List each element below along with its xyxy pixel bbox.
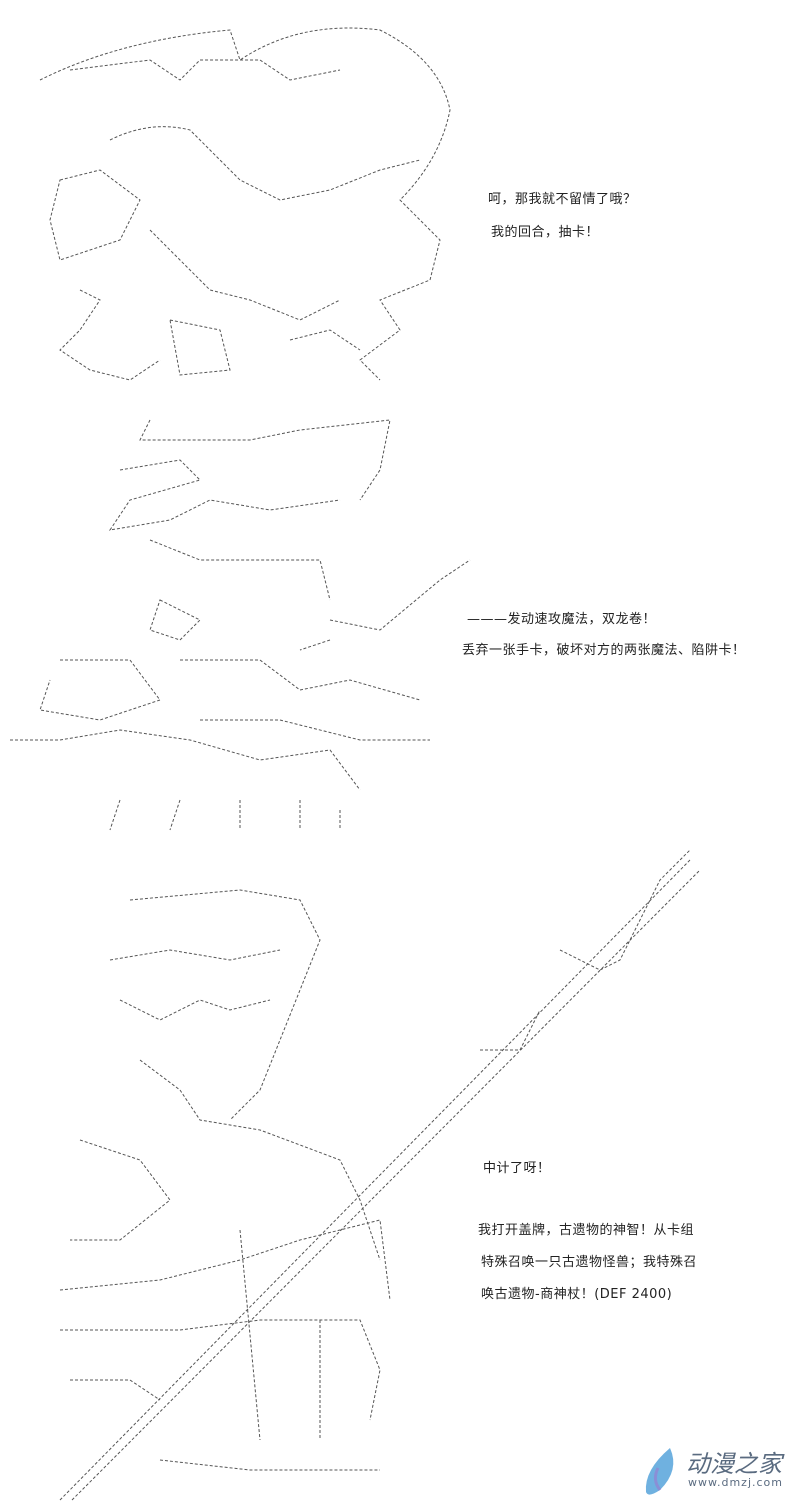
dialogue-line: ———发动速攻魔法，双龙卷！ [467,612,657,627]
dialogue-line: 丢弃一张手卡，破坏对方的两张魔法、陷阱卡！ [462,643,746,658]
watermark-logo: 动漫之家 www.dmzj.com [640,1440,800,1500]
feather-logo-icon [645,1448,674,1495]
panel-3-art [59,849,701,1501]
watermark-url: www.dmzj.com [688,1476,783,1489]
dialogue-line: 呵，那我就不留情了哦？ [488,192,637,207]
dialogue-line: 特殊召唤一只古遗物怪兽；我特殊召 [481,1255,698,1270]
panel-1-art [39,27,451,381]
dialogue-line: 我的回合，抽卡！ [491,225,600,240]
dialogue-line: 中计了呀！ [483,1161,551,1176]
dialogue-line: 唤古遗物-商神杖！(DEF 2400) [481,1287,673,1302]
dialogue-line: 我打开盖牌，古遗物的神智！从卡组 [478,1223,695,1238]
watermark-title: 动漫之家 [686,1450,782,1478]
panel-2-art [10,419,471,831]
